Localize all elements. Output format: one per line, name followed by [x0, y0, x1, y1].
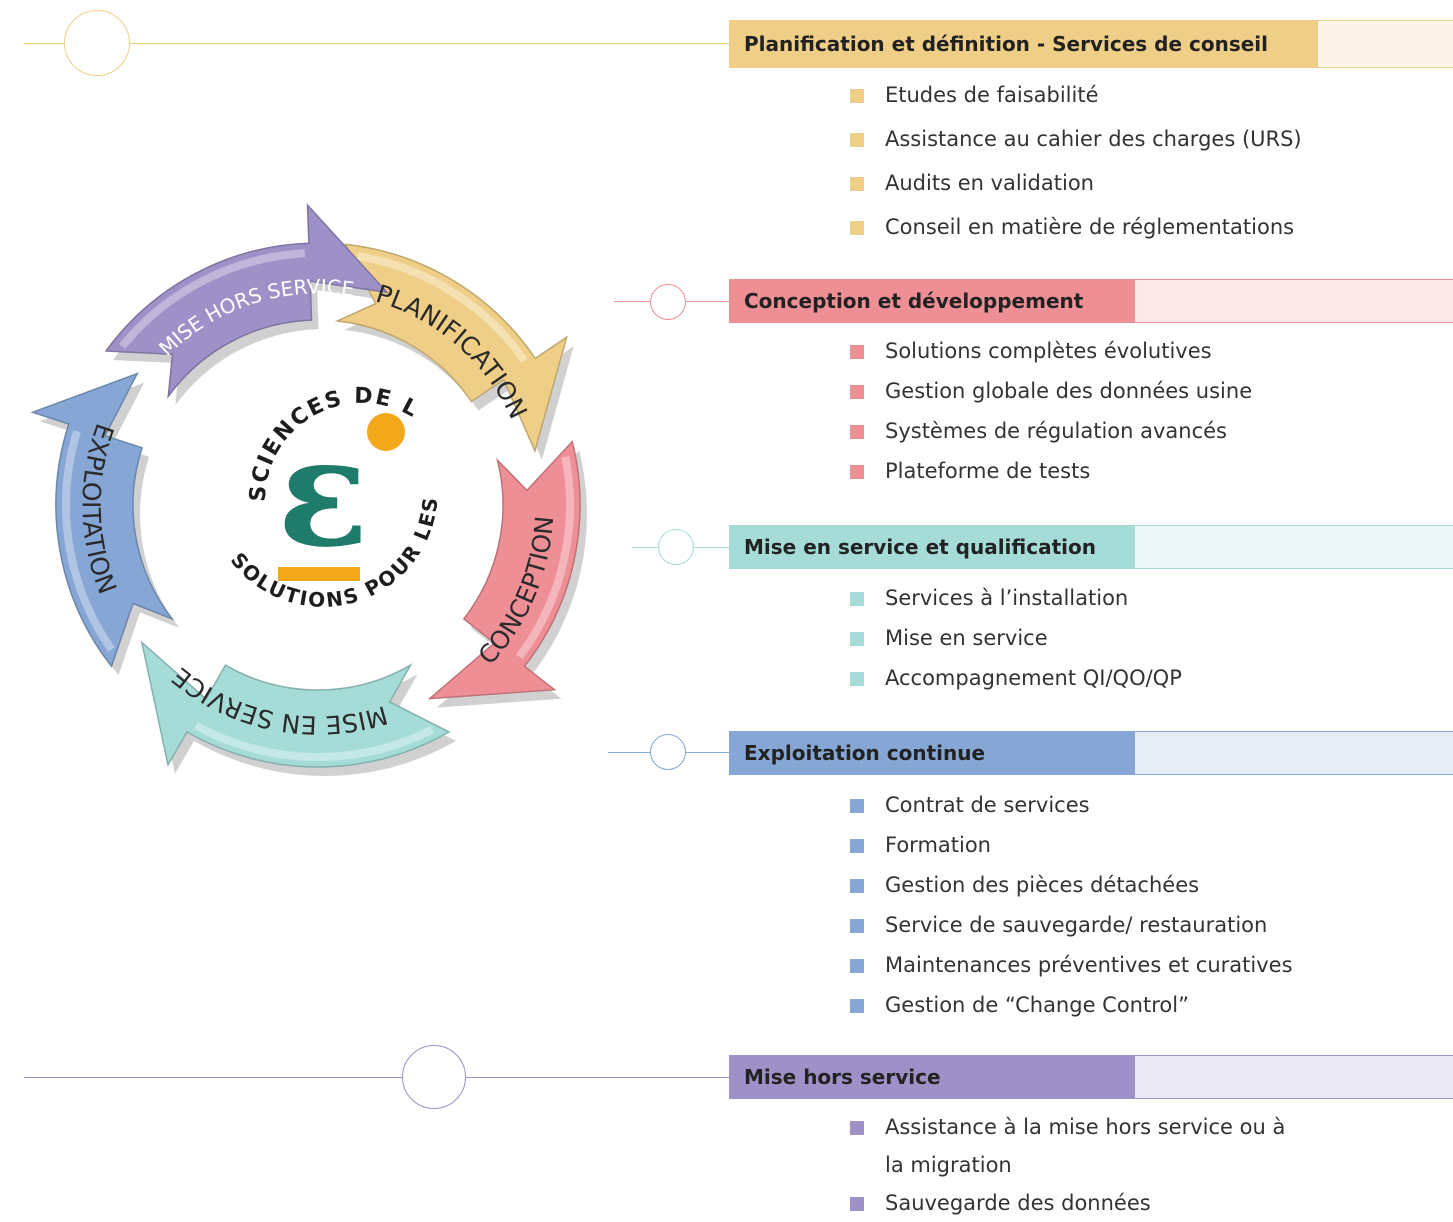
bullet-square-icon [850, 959, 864, 973]
bullet-square-icon [850, 1197, 864, 1211]
list-item-text: Gestion globale des données usine [885, 379, 1253, 403]
list-item-text: Solutions complètes évolutives [885, 339, 1212, 363]
list-item: Maintenances préventives et curatives [850, 945, 1293, 985]
logo-underline-bar [278, 567, 360, 581]
section-header-mise-hors-service: Mise hors service [729, 1055, 1453, 1099]
list-item-text: Contrat de services [885, 793, 1090, 817]
bullet-square-icon [850, 999, 864, 1013]
arrow-exploitation [30, 372, 175, 668]
list-item: Assistance au cahier des charges (URS) [850, 117, 1302, 161]
arrow-highlight [516, 456, 575, 660]
list-item: Service de sauvegarde/ restauration [850, 905, 1293, 945]
list-item-text: Services à l’installation [885, 586, 1129, 610]
section-title: Mise en service et qualification [729, 526, 1135, 568]
connector-line-mise-hors-service [24, 1077, 729, 1078]
bullet-square-icon [850, 919, 864, 933]
bullet-square-icon [850, 1121, 864, 1135]
bullet-square-icon [850, 879, 864, 893]
list-item: Mise en service [850, 618, 1182, 658]
list-item-text: Service de sauvegarde/ restauration [885, 913, 1268, 937]
connector-circle-mise-hors-service [402, 1045, 466, 1109]
bullet-square-icon [850, 672, 864, 686]
bullet-square-icon [850, 385, 864, 399]
list-item: Conseil en matière de réglementations [850, 205, 1302, 249]
connector-circle-planification [64, 10, 130, 76]
logo-dot [367, 413, 405, 451]
connector-line-planification [24, 43, 729, 44]
list-item-text: la migration [885, 1153, 1012, 1177]
arrow-highlight [62, 430, 115, 652]
section-title: Planification et définition - Services d… [729, 21, 1318, 67]
bullet-square-icon [850, 345, 864, 359]
arrow-conception [427, 440, 581, 700]
list-item-text: Conseil en matière de réglementations [885, 215, 1295, 239]
list-item: Assistance à la mise hors service ou à [850, 1108, 1285, 1146]
arrow-mise-en-service [140, 640, 451, 768]
bullet-square-icon [850, 632, 864, 646]
connector-circle-mise-en-service [658, 529, 694, 565]
list-item-text: Gestion des pièces détachées [885, 873, 1200, 897]
list-item: Accompagnement QI/QO/QP [850, 658, 1182, 698]
list-item: la migration [850, 1146, 1285, 1184]
svg-text:ε: ε [277, 405, 368, 581]
bullet-square-icon [850, 133, 864, 147]
list-item: Services à l’installation [850, 578, 1182, 618]
list-item-text: Maintenances préventives et curatives [885, 953, 1293, 977]
arrow-mise-hors-service [104, 203, 390, 399]
list-item-text: Gestion de “Change Control” [885, 993, 1189, 1017]
list-item: Gestion globale des données usine [850, 371, 1252, 411]
list-item-text: Etudes de faisabilité [885, 83, 1099, 107]
connector-circle-conception [650, 284, 686, 320]
list-item-text: Formation [885, 833, 991, 857]
logo-epsilon: ε [277, 405, 405, 581]
bullet-square-icon [850, 89, 864, 103]
section-title: Exploitation continue [729, 732, 1135, 774]
section-list-mise-hors-service: Assistance à la mise hors service ou à la… [850, 1108, 1285, 1222]
list-item: Gestion de “Change Control” [850, 985, 1293, 1025]
arrow-planification [334, 243, 568, 454]
bullet-square-icon [850, 177, 864, 191]
section-header-planification: Planification et définition - Services d… [729, 20, 1453, 68]
bullet-square-icon [850, 221, 864, 235]
section-header-mise-en-service: Mise en service et qualification [729, 525, 1453, 569]
section-title: Mise hors service [729, 1056, 1135, 1098]
bullet-square-icon [850, 799, 864, 813]
bullet-square-icon [850, 425, 864, 439]
list-item: Plateforme de tests [850, 451, 1252, 491]
section-header-conception: Conception et développement [729, 279, 1453, 323]
section-header-exploitation: Exploitation continue [729, 731, 1453, 775]
list-item-text: Sauvegarde des données [885, 1191, 1151, 1215]
list-item: Formation [850, 825, 1293, 865]
list-item: Etudes de faisabilité [850, 73, 1302, 117]
arrow-highlight [193, 721, 435, 761]
bullet-square-icon [850, 465, 864, 479]
list-item-text: Audits en validation [885, 171, 1094, 195]
connector-circle-exploitation [650, 734, 686, 770]
list-item-text: Assistance à la mise hors service ou à [885, 1115, 1286, 1139]
section-title: Conception et développement [729, 280, 1135, 322]
list-item-text: Assistance au cahier des charges (URS) [885, 127, 1302, 151]
list-item: Systèmes de régulation avancés [850, 411, 1252, 451]
arrow-highlight [356, 252, 528, 363]
list-item: Sauvegarde des données [850, 1184, 1285, 1222]
list-item-text: Mise en service [885, 626, 1048, 650]
bullet-square-icon [850, 839, 864, 853]
list-item: Gestion des pièces détachées [850, 865, 1293, 905]
list-item-text: Systèmes de régulation avancés [885, 419, 1227, 443]
list-item-text: Accompagnement QI/QO/QP [885, 666, 1182, 690]
list-item: Solutions complètes évolutives [850, 331, 1252, 371]
list-item: Audits en validation [850, 161, 1302, 205]
list-item-text: Plateforme de tests [885, 459, 1091, 483]
list-item: Contrat de services [850, 785, 1293, 825]
arrow-highlight [119, 249, 306, 349]
bullet-square-icon [850, 592, 864, 606]
